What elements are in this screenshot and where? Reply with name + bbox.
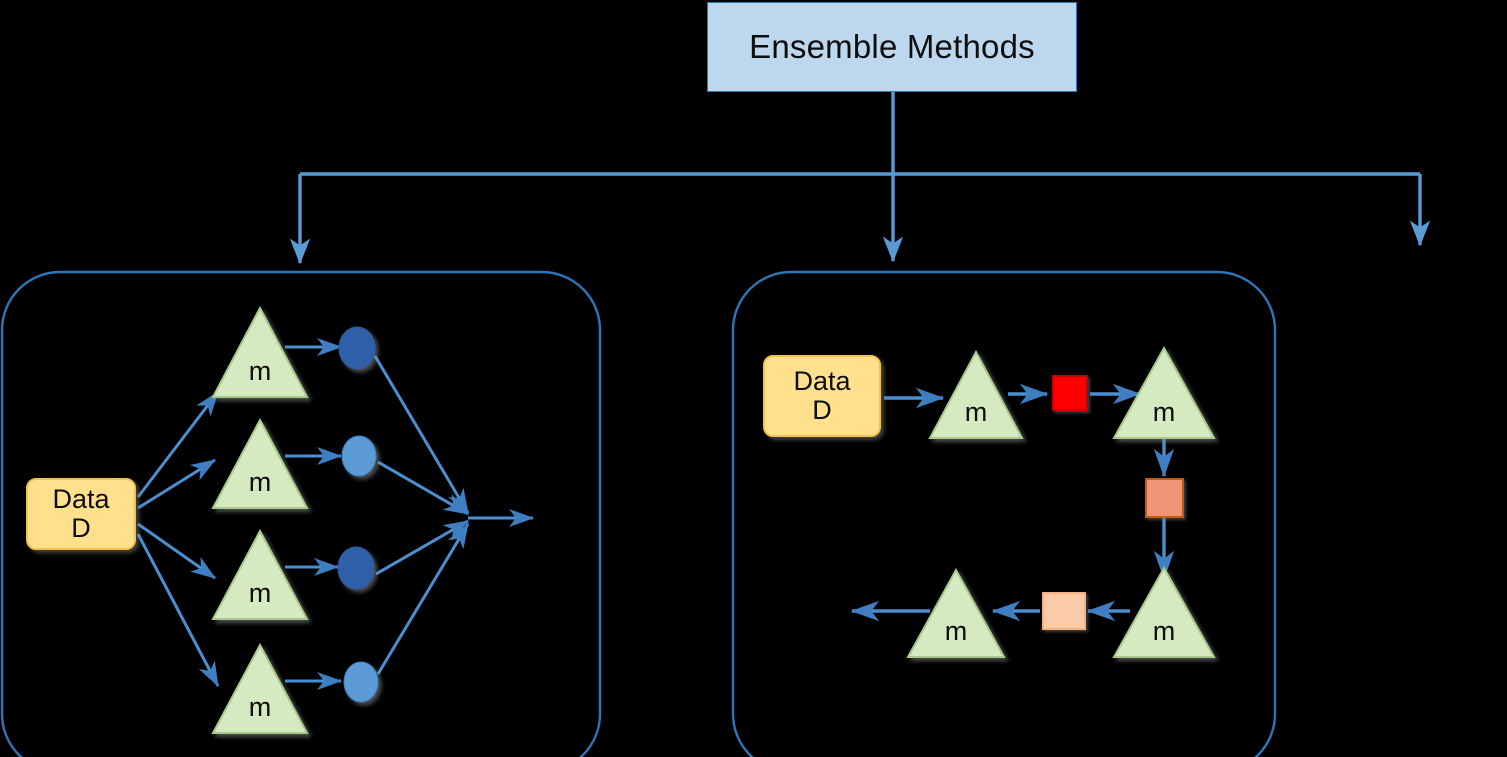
boosting-triangles xyxy=(906,345,1216,658)
model-triangle xyxy=(1112,345,1216,439)
weight-marker-3-light-orange xyxy=(1042,592,1086,630)
boosting-container xyxy=(731,270,1277,757)
model-label: m xyxy=(944,616,968,646)
model-triangle xyxy=(211,642,309,734)
boosting-data-box: Data D xyxy=(763,355,881,437)
bagging-predict-arrows xyxy=(285,337,343,690)
prediction-circle-light-2 xyxy=(343,661,379,703)
boosting-data-label-line2: D xyxy=(812,395,832,425)
boosting-model-1: m xyxy=(930,397,1022,441)
model-triangle xyxy=(906,567,1006,658)
boosting-data-label-line1: Data xyxy=(793,366,851,397)
prediction-circle-dark-2 xyxy=(337,546,375,590)
model-label: m xyxy=(248,356,272,386)
model-triangle xyxy=(928,349,1024,439)
model-triangle xyxy=(211,305,309,398)
bagging-model-4: m xyxy=(213,692,307,736)
bagging-split-arrows xyxy=(136,391,220,688)
prediction-circle-light-1 xyxy=(341,435,377,477)
model-label: m xyxy=(1152,616,1176,646)
model-label: m xyxy=(964,397,988,427)
boosting-model-2: m xyxy=(1114,397,1214,441)
bagging-model-3: m xyxy=(213,578,307,622)
model-label: m xyxy=(1152,397,1176,427)
bagging-data-box: Data D xyxy=(26,478,136,550)
weight-marker-1-red xyxy=(1052,375,1088,411)
tree-connectors xyxy=(289,92,1431,265)
page-title: Ensemble Methods xyxy=(707,2,1077,92)
page-title-label: Ensemble Methods xyxy=(749,28,1035,65)
weight-marker-2-orange xyxy=(1145,478,1184,518)
model-triangle xyxy=(211,417,309,509)
bagging-data-label-line2: D xyxy=(71,513,91,543)
model-label: m xyxy=(248,692,272,722)
prediction-circle-dark-1 xyxy=(338,326,376,370)
model-triangle xyxy=(1112,565,1216,658)
bagging-container xyxy=(0,270,602,757)
bagging-aggregate-arrows xyxy=(373,355,535,675)
model-triangle xyxy=(211,528,309,620)
bagging-triangles xyxy=(211,305,309,734)
model-label: m xyxy=(248,578,272,608)
model-label: m xyxy=(248,467,272,497)
bagging-data-label-line1: Data xyxy=(52,484,110,515)
boosting-model-4: m xyxy=(908,616,1004,660)
bagging-model-1: m xyxy=(213,356,307,400)
bagging-model-2: m xyxy=(213,467,307,511)
boosting-model-3: m xyxy=(1114,616,1214,660)
